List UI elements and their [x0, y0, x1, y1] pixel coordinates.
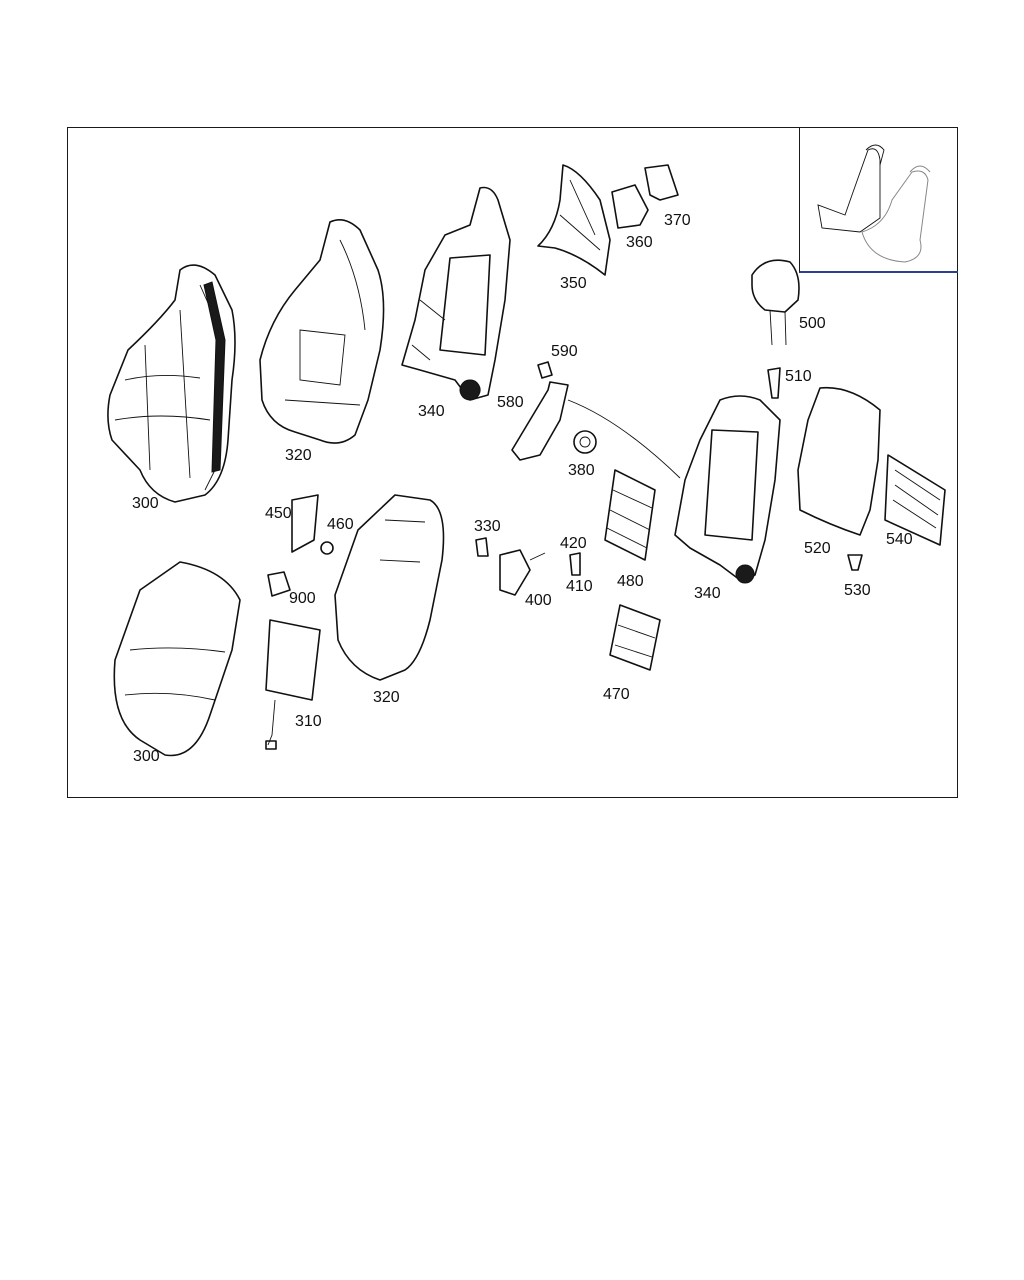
callout-400: 400 — [525, 592, 552, 609]
callout-370: 370 — [664, 212, 691, 229]
callout-460: 460 — [327, 516, 354, 533]
part-370-trim — [644, 164, 679, 201]
part-530-clip — [847, 554, 863, 571]
callout-590: 590 — [551, 343, 578, 360]
part-310-heater-mat — [265, 619, 321, 750]
callout-340-upper: 340 — [418, 403, 445, 420]
part-480-spring-mat — [604, 469, 656, 561]
callout-900: 900 — [289, 590, 316, 607]
part-360-switch — [611, 184, 649, 229]
part-300-backrest-cover — [107, 264, 236, 503]
part-320-cushion-pad — [334, 494, 445, 681]
callout-330: 330 — [474, 518, 501, 535]
part-400-wiring — [499, 549, 546, 596]
inset-seat-sketch — [817, 144, 931, 263]
callout-320-upper: 320 — [285, 447, 312, 464]
part-590-bolt — [537, 361, 553, 379]
callout-420: 420 — [560, 535, 587, 552]
part-300-cushion-cover — [113, 561, 241, 757]
callout-300-upper: 300 — [132, 495, 159, 512]
part-380-knob — [573, 430, 597, 454]
callout-410: 410 — [566, 578, 593, 595]
callout-540: 540 — [886, 531, 913, 548]
part-520-backrest-panel — [797, 386, 881, 536]
part-460-nut — [320, 541, 334, 555]
part-350-back-panel — [537, 164, 611, 276]
seat-locator-inset — [799, 127, 958, 273]
part-340-backrest-frame — [401, 186, 511, 401]
callout-310: 310 — [295, 713, 322, 730]
part-580-side-cover — [511, 381, 681, 479]
part-320-backrest-pad — [259, 219, 385, 444]
callout-300-lower: 300 — [133, 748, 160, 765]
callout-510: 510 — [785, 368, 812, 385]
callout-580: 580 — [497, 394, 524, 411]
part-410-420-bolt — [569, 552, 581, 576]
part-340-backrest-frame-2 — [674, 395, 781, 584]
callout-350: 350 — [560, 275, 587, 292]
part-540-net — [884, 454, 946, 546]
part-330-clip — [475, 537, 489, 557]
part-470-lumbar — [609, 604, 661, 671]
callout-480: 480 — [617, 573, 644, 590]
part-900-connector — [267, 571, 291, 597]
callout-500: 500 — [799, 315, 826, 332]
callout-380: 380 — [568, 462, 595, 479]
part-510-guide — [767, 367, 781, 399]
callout-340-lower: 340 — [694, 585, 721, 602]
callout-520: 520 — [804, 540, 831, 557]
part-500-headrest — [751, 259, 800, 346]
callout-530: 530 — [844, 582, 871, 599]
callout-320-lower: 320 — [373, 689, 400, 706]
callout-470: 470 — [603, 686, 630, 703]
callout-450: 450 — [265, 505, 292, 522]
callout-360: 360 — [626, 234, 653, 251]
part-450-grille — [291, 494, 319, 553]
